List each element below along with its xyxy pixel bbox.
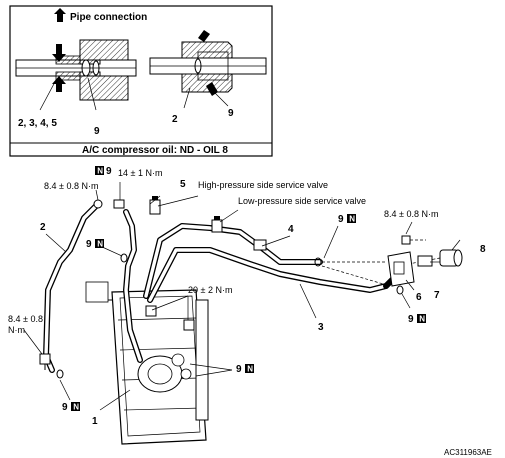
label-9n-compressor: 9 N bbox=[236, 364, 254, 375]
fitting-top-left bbox=[93, 199, 125, 209]
fitting-condenser-upper bbox=[145, 305, 195, 331]
inset-callout-2345: 2, 3, 4, 5 bbox=[18, 118, 57, 129]
svg-text:N: N bbox=[247, 365, 253, 374]
label-9n-bottom-left: 9 N bbox=[62, 402, 80, 413]
svg-text:9: 9 bbox=[236, 364, 242, 375]
part-7-label: 7 bbox=[434, 290, 440, 301]
insert-arrow-bottom-right-icon bbox=[206, 82, 218, 96]
clamp-block bbox=[253, 239, 267, 251]
insert-arrow-top-right-icon bbox=[198, 30, 210, 42]
label-9n-right: 9 N bbox=[408, 314, 426, 325]
part-2-label: 2 bbox=[40, 222, 46, 233]
svg-text:N: N bbox=[419, 315, 425, 324]
n-badge bbox=[95, 166, 104, 175]
o-ring-icon bbox=[56, 369, 64, 379]
label-9n-left: 9 N bbox=[86, 239, 104, 250]
insert-arrow-bottom-icon bbox=[52, 76, 66, 92]
part-6-block bbox=[387, 251, 415, 287]
part-1-label: 1 bbox=[92, 416, 98, 427]
service-valve-hp bbox=[149, 196, 161, 215]
svg-text:N: N bbox=[349, 215, 355, 224]
part-5-label: 5 bbox=[180, 179, 186, 190]
svg-text:9: 9 bbox=[408, 314, 414, 325]
part-4-label: 4 bbox=[288, 224, 294, 235]
svg-text:N: N bbox=[97, 240, 103, 249]
bolt-right bbox=[401, 235, 426, 245]
part-8-switch bbox=[439, 249, 463, 267]
o-ring-icon bbox=[314, 257, 322, 267]
o-ring-icon bbox=[396, 285, 404, 295]
left-fitting-section bbox=[15, 39, 137, 111]
torque-14: 14 ± 1 N·m bbox=[118, 168, 162, 178]
bolt-left bbox=[39, 353, 51, 370]
compressor-oil-note: A/C compressor oil: ND - OIL 8 bbox=[82, 145, 228, 156]
pipe-4 bbox=[143, 223, 323, 299]
svg-text:9: 9 bbox=[86, 239, 92, 250]
inset-callout-9a: 9 bbox=[94, 126, 100, 137]
n-badge bbox=[347, 214, 356, 223]
part-8-label: 8 bbox=[480, 244, 486, 255]
dash-connector-mid bbox=[321, 265, 391, 287]
lp-valve-label: Low-pressure side service valve bbox=[238, 196, 366, 206]
torque-left-line2: N·m bbox=[8, 325, 25, 335]
n-badge bbox=[417, 314, 426, 323]
right-fitting-section bbox=[149, 30, 267, 109]
part-3-label: 3 bbox=[318, 322, 324, 333]
torque-20: 20 ± 2 N·m bbox=[188, 285, 232, 295]
inset-detail: Pipe connection 2, 3, 4, 5 9 bbox=[9, 5, 273, 157]
label-9n-mid: 9 N bbox=[338, 214, 356, 225]
pipe-connection-arrow-icon bbox=[54, 8, 66, 22]
n-badge bbox=[245, 364, 254, 373]
svg-text:9: 9 bbox=[106, 166, 112, 177]
figure-code: AC311963AE bbox=[444, 448, 492, 457]
svg-text:N: N bbox=[97, 167, 103, 176]
torque-left-line1: 8.4 ± 0.8 bbox=[8, 314, 43, 324]
pipe-5 bbox=[123, 209, 143, 363]
o-ring-icon bbox=[120, 253, 128, 263]
inset-callout-2: 2 bbox=[172, 114, 178, 125]
pipe-connection-label: Pipe connection bbox=[70, 12, 147, 23]
service-valve-lp bbox=[211, 216, 223, 233]
label-9n-top: N 9 bbox=[95, 166, 112, 177]
insert-arrow-top-icon bbox=[52, 44, 66, 62]
torque-right: 8.4 ± 0.8 N·m bbox=[384, 209, 438, 219]
part-6-label: 6 bbox=[416, 292, 422, 303]
n-badge bbox=[71, 402, 80, 411]
svg-text:9: 9 bbox=[62, 402, 68, 413]
torque-top-left: 8.4 ± 0.8 N·m bbox=[44, 181, 98, 191]
leader-lines bbox=[23, 182, 461, 411]
inset-frame bbox=[9, 5, 273, 157]
inset-callout-9b: 9 bbox=[228, 108, 234, 119]
compressor-body bbox=[137, 353, 192, 393]
n-badge bbox=[95, 239, 104, 248]
svg-text:9: 9 bbox=[338, 214, 344, 225]
svg-text:N: N bbox=[73, 403, 79, 412]
part-7-fitting bbox=[417, 255, 433, 267]
hp-valve-label: High-pressure side service valve bbox=[198, 180, 328, 190]
